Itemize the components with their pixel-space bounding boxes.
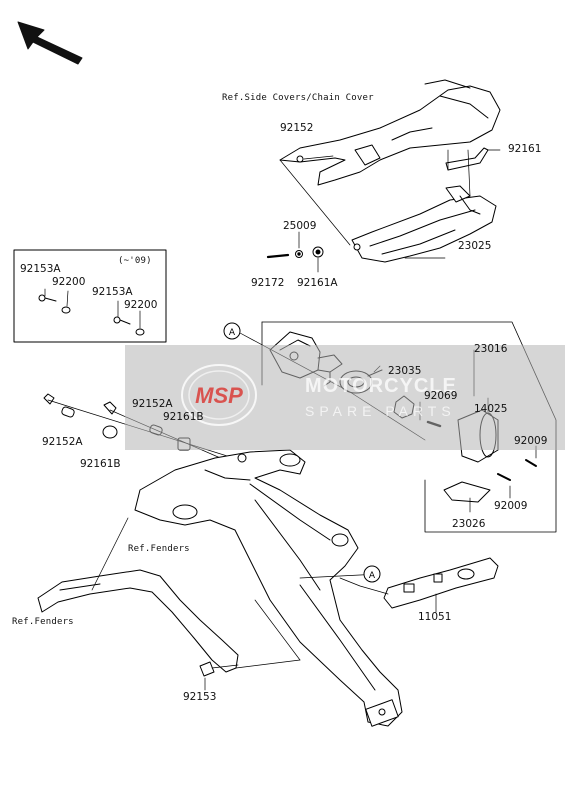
inset-box <box>13 249 167 343</box>
watermark-logo: MSP <box>181 364 257 426</box>
part-92161: 92161 <box>508 143 542 155</box>
inset-note: (~'09) <box>118 256 152 266</box>
part-11051: 11051 <box>418 611 452 623</box>
part-92161A: 92161A <box>297 277 338 289</box>
part-23026: 23026 <box>452 518 486 530</box>
callout-a-top-label: A <box>229 328 236 338</box>
part-92152A-1: 92152A <box>132 398 173 410</box>
part-92152: 92152 <box>280 122 314 134</box>
inset-bolts <box>38 294 145 336</box>
license-light-bracket <box>339 557 499 609</box>
watermark-line1: MOTORCYCLE <box>305 375 457 397</box>
assembly-frame <box>261 321 557 533</box>
part-92161B-1: 92161B <box>163 411 204 423</box>
ref-side-covers: Ref.Side Covers/Chain Cover <box>222 93 374 103</box>
part-23016: 23016 <box>474 343 508 355</box>
part-92161B-2: 92161B <box>80 458 121 470</box>
part-92153A-2: 92153A <box>92 286 133 298</box>
callout-a-bottom <box>363 565 381 583</box>
part-92069: 92069 <box>424 390 458 402</box>
part-92009-1: 92009 <box>514 435 548 447</box>
side-cover <box>279 79 501 186</box>
rear-cowl <box>351 149 497 263</box>
watermark-line2: SPARE PARTS <box>305 403 456 419</box>
part-23025: 23025 <box>458 240 492 252</box>
svg-text:MSP: MSP <box>195 383 243 408</box>
part-25009: 25009 <box>283 220 317 232</box>
part-14025: 14025 <box>474 403 508 415</box>
bolts-top <box>266 246 324 259</box>
watermark-band <box>125 345 565 450</box>
ref-fenders-2: Ref.Fenders <box>12 617 74 627</box>
fender-rail <box>37 569 239 673</box>
part-92200-1: 92200 <box>52 276 86 288</box>
part-92153: 92153 <box>183 691 217 703</box>
part-92200-2: 92200 <box>124 299 158 311</box>
reflector-plate <box>443 481 491 503</box>
part-92152A-2: 92152A <box>42 436 83 448</box>
callout-a-bottom-label: A <box>369 571 376 581</box>
license-plate-bracket <box>134 449 403 727</box>
ref-fenders-1: Ref.Fenders <box>128 544 190 554</box>
callout-a-top <box>223 322 241 340</box>
part-92009-2: 92009 <box>494 500 528 512</box>
part-92172: 92172 <box>251 277 285 289</box>
part-23035: 23035 <box>388 365 422 377</box>
part-92153A-1: 92153A <box>20 263 61 275</box>
front-direction-arrow-icon <box>17 21 83 65</box>
